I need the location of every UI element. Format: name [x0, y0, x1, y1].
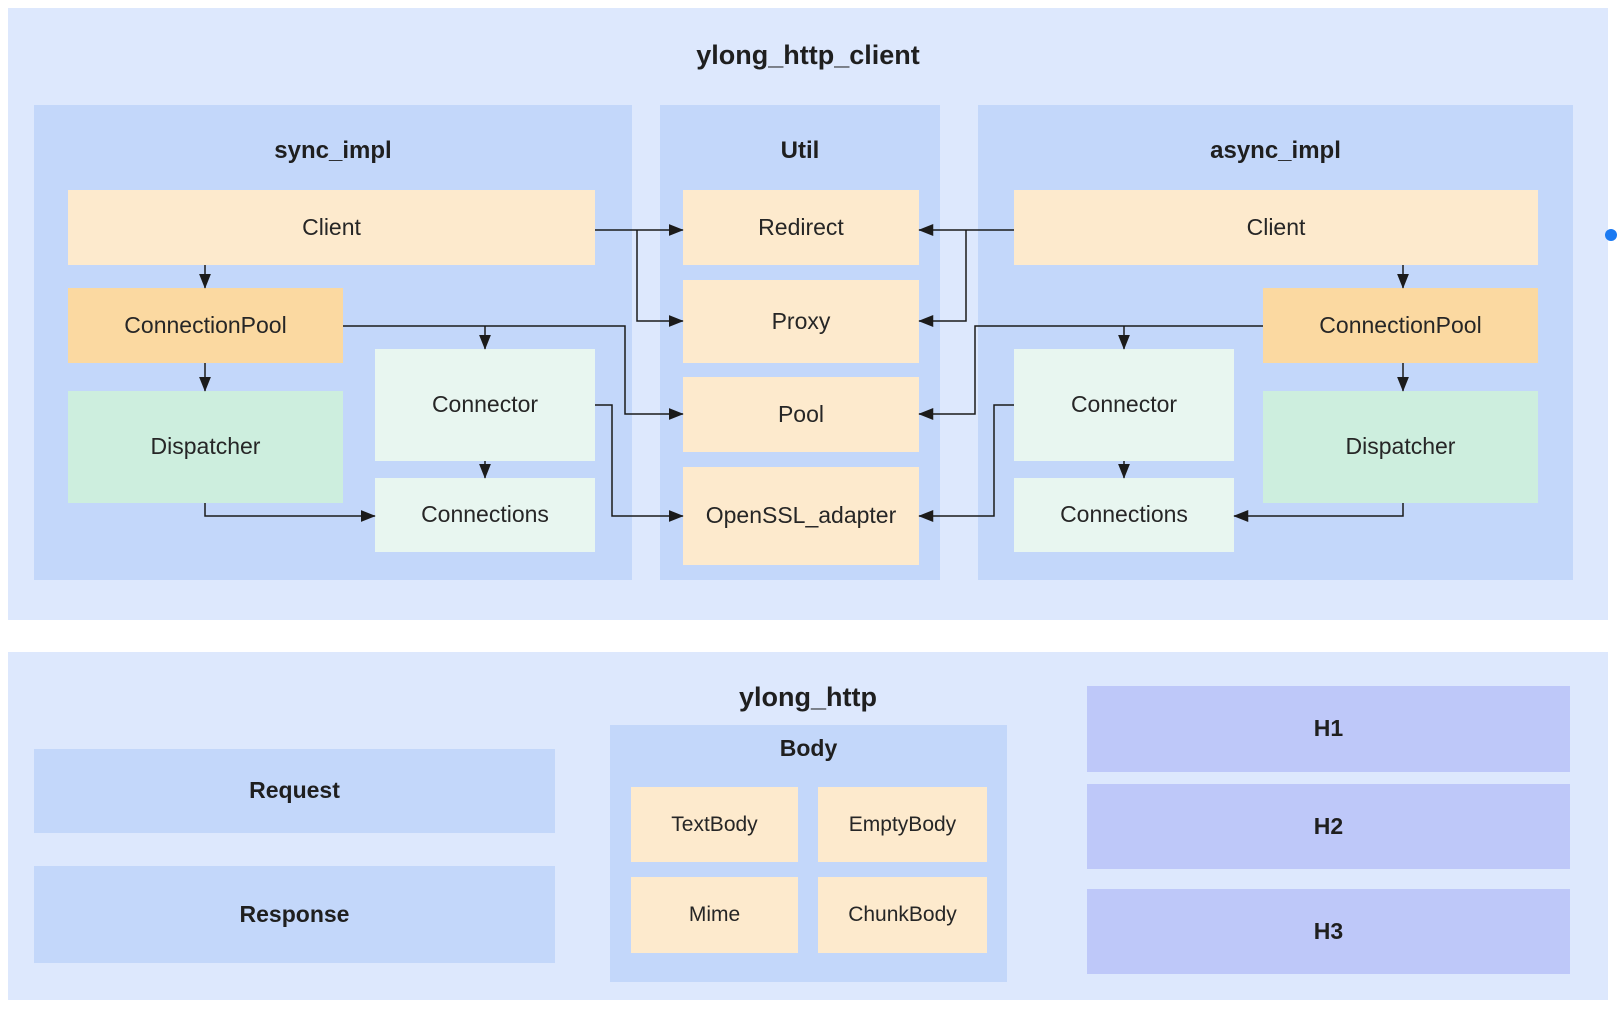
node-request: Request: [34, 749, 555, 833]
node-sync-connector: Connector: [375, 349, 595, 461]
node-async-connector: Connector: [1014, 349, 1234, 461]
node-sync-dispatcher: Dispatcher: [68, 391, 343, 503]
sync-impl-title: sync_impl: [274, 137, 392, 164]
ylong-http-client-title: ylong_http_client: [696, 40, 920, 70]
util-title: Util: [780, 137, 820, 164]
node-mime: Mime: [631, 877, 798, 953]
node-util-openssl-adapter: OpenSSL_adapter: [683, 467, 919, 565]
node-chunk-body: ChunkBody: [818, 877, 987, 953]
node-sync-client: Client: [68, 190, 595, 265]
node-util-pool: Pool: [683, 377, 919, 452]
node-sync-connection-pool: ConnectionPool: [68, 288, 343, 363]
async-impl-title: async_impl: [1210, 137, 1341, 164]
node-sync-connections: Connections: [375, 478, 595, 552]
node-async-connection-pool: ConnectionPool: [1263, 288, 1538, 363]
node-async-client: Client: [1014, 190, 1538, 265]
node-async-connections: Connections: [1014, 478, 1234, 552]
ylong-http-title: ylong_http: [739, 682, 877, 712]
selection-handle-dot[interactable]: [1605, 229, 1617, 241]
node-empty-body: EmptyBody: [818, 787, 987, 862]
node-text-body: TextBody: [631, 787, 798, 862]
node-util-proxy: Proxy: [683, 280, 919, 363]
node-async-dispatcher: Dispatcher: [1263, 391, 1538, 503]
node-response: Response: [34, 866, 555, 963]
node-h2: H2: [1087, 784, 1570, 869]
node-util-redirect: Redirect: [683, 190, 919, 265]
node-h3: H3: [1087, 889, 1570, 974]
body-title: Body: [779, 735, 838, 761]
node-h1: H1: [1087, 686, 1570, 772]
